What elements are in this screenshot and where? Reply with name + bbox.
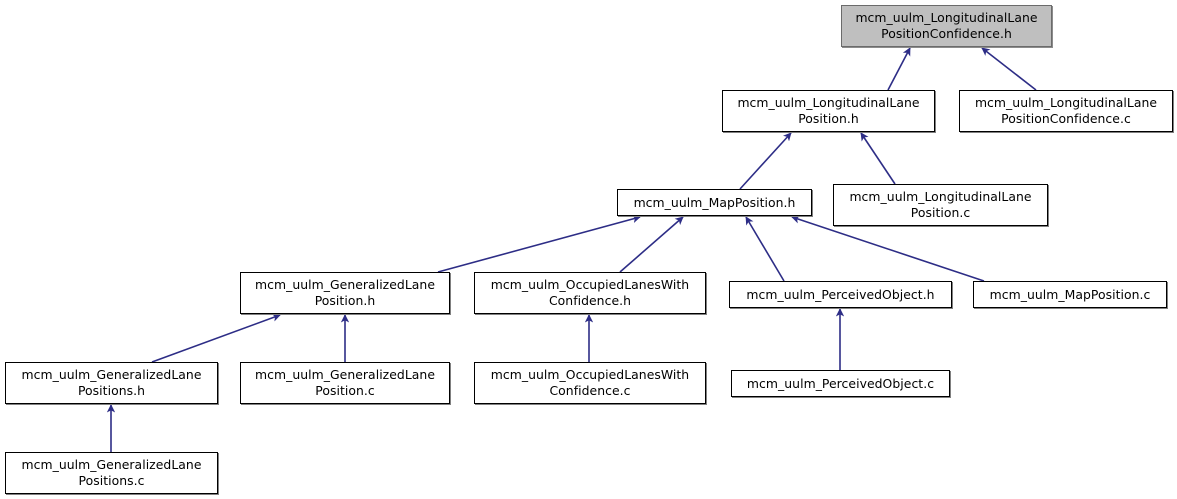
graph-node-label: mcm_uulm_GeneralizedLane Positions.h xyxy=(21,367,202,398)
graph-node-label: mcm_uulm_GeneralizedLane Positions.c xyxy=(21,457,202,488)
graph-node-label: mcm_uulm_LongitudinalLane Position.c xyxy=(849,189,1032,220)
graph-node-label: mcm_uulm_OccupiedLanesWith Confidence.c xyxy=(490,367,690,398)
graph-node-mcm_uulm_longitudinallaneposition.c[interactable]: mcm_uulm_LongitudinalLane Position.c xyxy=(833,184,1048,226)
graph-node-label: mcm_uulm_PerceivedObject.h xyxy=(746,286,935,302)
graph-node-label: mcm_uulm_GeneralizedLane Position.h xyxy=(255,277,435,308)
graph-edge-n3-to-n1 xyxy=(739,132,792,190)
graph-node-mcm_uulm_perceivedobject.h[interactable]: mcm_uulm_PerceivedObject.h xyxy=(729,281,952,308)
graph-edge-n5-to-n3 xyxy=(437,214,641,273)
graph-node-mcm_uulm_longitudinallanepositionconfidence.c[interactable]: mcm_uulm_LongitudinalLane PositionConfid… xyxy=(959,90,1173,132)
graph-node-label: mcm_uulm_LongitudinalLane PositionConfid… xyxy=(974,95,1158,126)
graph-node-mcm_uulm_occupiedlaneswithconfidence.h[interactable]: mcm_uulm_OccupiedLanesWith Confidence.h xyxy=(474,272,706,314)
graph-node-label: mcm_uulm_MapPosition.h xyxy=(633,194,796,210)
graph-node-label: mcm_uulm_GeneralizedLane Position.c xyxy=(255,367,435,398)
graph-edge-n9-to-n5 xyxy=(151,313,281,363)
graph-edge-n2-to-n0 xyxy=(981,47,1037,91)
graph-edge-n7-to-n3 xyxy=(745,216,785,282)
graph-node-label: mcm_uulm_PerceivedObject.c xyxy=(746,375,935,391)
graph-node-mcm_uulm_longitudinallanepositionconfidence.h[interactable]: mcm_uulm_LongitudinalLane PositionConfid… xyxy=(841,5,1052,47)
graph-node-label: mcm_uulm_LongitudinalLane PositionConfid… xyxy=(855,10,1038,41)
graph-edge-n6-to-n3 xyxy=(619,216,684,273)
graph-node-mcm_uulm_occupiedlaneswithconfidence.c[interactable]: mcm_uulm_OccupiedLanesWith Confidence.c xyxy=(474,362,706,404)
graph-node-label: mcm_uulm_OccupiedLanesWith Confidence.h xyxy=(490,277,690,308)
graph-node-mcm_uulm_perceivedobject.c[interactable]: mcm_uulm_PerceivedObject.c xyxy=(731,370,950,397)
graph-node-label: mcm_uulm_MapPosition.c xyxy=(989,286,1151,302)
graph-edge-n8-to-n3 xyxy=(791,215,985,282)
graph-node-mcm_uulm_generalizedlaneposition.h[interactable]: mcm_uulm_GeneralizedLane Position.h xyxy=(240,272,450,314)
graph-node-mcm_uulm_generalizedlaneposition.c[interactable]: mcm_uulm_GeneralizedLane Position.c xyxy=(240,362,450,404)
graph-edge-n4-to-n1 xyxy=(860,132,896,185)
graph-node-label: mcm_uulm_LongitudinalLane Position.h xyxy=(737,95,920,126)
graph-node-mcm_uulm_mapposition.h[interactable]: mcm_uulm_MapPosition.h xyxy=(617,189,812,216)
graph-edge-n1-to-n0 xyxy=(887,47,911,91)
graph-node-mcm_uulm_generalizedlanepositions.c[interactable]: mcm_uulm_GeneralizedLane Positions.c xyxy=(5,452,218,494)
graph-node-mcm_uulm_longitudinallaneposition.h[interactable]: mcm_uulm_LongitudinalLane Position.h xyxy=(722,90,935,132)
graph-node-mcm_uulm_generalizedlanepositions.h[interactable]: mcm_uulm_GeneralizedLane Positions.h xyxy=(5,362,218,404)
graph-node-mcm_uulm_mapposition.c[interactable]: mcm_uulm_MapPosition.c xyxy=(973,281,1167,308)
